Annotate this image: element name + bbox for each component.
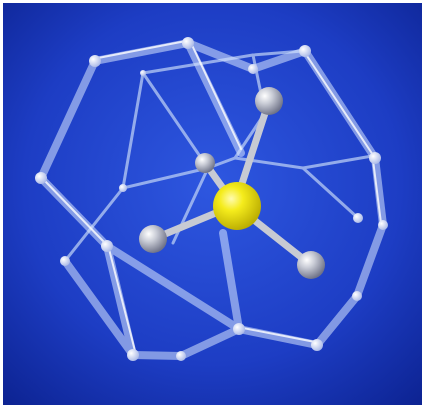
cage-vertices <box>35 37 388 361</box>
hydrogen-atom-back <box>195 153 215 173</box>
cage-front-edges <box>37 39 387 360</box>
molecule-scene <box>3 3 422 405</box>
hydrogen-atom-right <box>297 251 325 279</box>
central-atom-yellow <box>213 182 261 230</box>
clathrate-cage-illustration <box>3 3 422 405</box>
cage-glass-highlights <box>42 40 382 352</box>
hydrogen-atom-top <box>255 87 283 115</box>
hydrogen-atom-left <box>139 225 167 253</box>
